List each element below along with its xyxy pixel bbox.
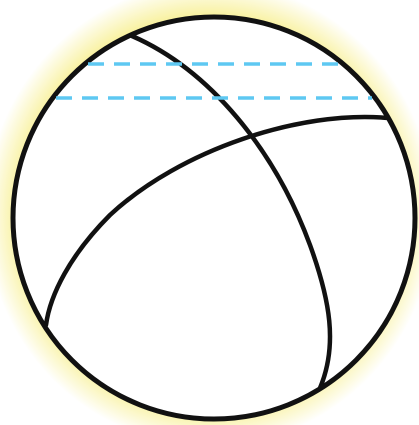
ball-outline: [13, 17, 415, 419]
